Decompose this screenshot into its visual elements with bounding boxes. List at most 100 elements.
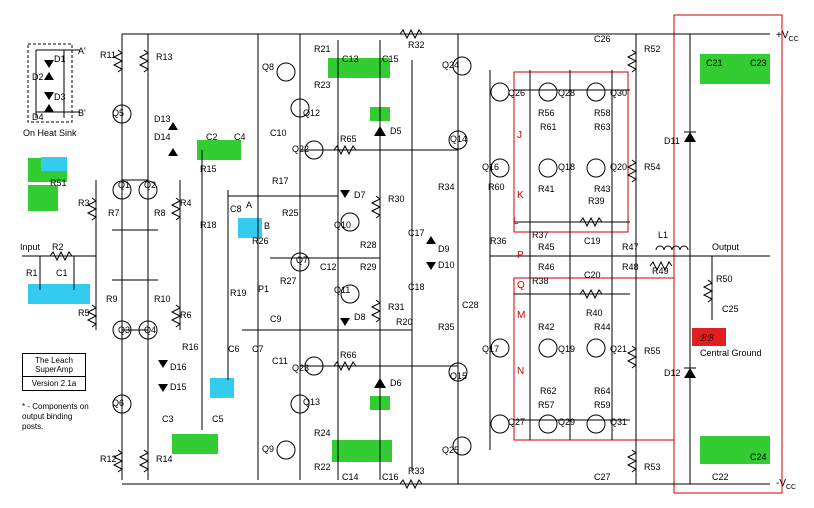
label-q11: Q11: [334, 285, 350, 295]
label-q28: Q28: [558, 88, 575, 98]
label-d12: D12: [664, 368, 681, 378]
label-q21: Q21: [610, 344, 627, 354]
label-r50: R50: [716, 274, 733, 284]
label-c12: C12: [320, 262, 337, 272]
label-d8: D8: [354, 312, 366, 322]
label-q16: Q16: [482, 162, 499, 172]
label-r21: R21: [314, 44, 331, 54]
label-c5: C5: [212, 414, 224, 424]
label-q8: Q8: [262, 62, 274, 72]
label-r56: R56: [538, 108, 555, 118]
label-q22: Q22: [292, 144, 309, 154]
label-r25: R25: [282, 208, 299, 218]
io-labels: Input Output +VCC -VCC Central Ground: [20, 30, 799, 491]
amp-version: Version 2.1a: [31, 379, 77, 388]
label-c21: C21: [706, 58, 723, 68]
output-label: Output: [712, 242, 740, 252]
label-c14: C14: [342, 472, 359, 482]
label-d10: D10: [438, 260, 455, 270]
label-c23: C23: [750, 58, 767, 68]
label-d16: D16: [170, 362, 187, 372]
label-r18: R18: [200, 220, 217, 230]
label-r29: R29: [360, 262, 377, 272]
label-r42: R42: [538, 322, 555, 332]
label-q23: Q23: [292, 363, 309, 373]
label-a-prime: A': [78, 46, 86, 56]
label-c11: C11: [272, 356, 288, 366]
label-r14: R14: [156, 454, 173, 464]
label-d7: D7: [354, 190, 366, 200]
label-r40: R40: [586, 308, 603, 318]
label-r13: R13: [156, 52, 173, 62]
label-q6: Q6: [112, 398, 124, 408]
label-r5: R5: [78, 308, 90, 318]
label-c20: C20: [584, 270, 601, 280]
label-r6: R6: [180, 310, 192, 320]
label-q12: Q12: [303, 108, 320, 118]
label-q31: Q31: [610, 417, 627, 427]
label-r15: R15: [200, 164, 217, 174]
label-r30: R30: [388, 194, 405, 204]
label-p1: P1: [258, 284, 269, 294]
label-q4: Q4: [144, 325, 156, 335]
asterisk-note: * - Components on output binding posts.: [22, 402, 89, 431]
label-d14: D14: [154, 132, 171, 142]
label-c7: C7: [252, 344, 264, 354]
label-r41: R41: [538, 184, 555, 194]
label-c26: C26: [594, 34, 611, 44]
label-r23: R23: [314, 80, 331, 90]
label-q17: Q17: [482, 344, 499, 354]
label-r62: R62: [540, 386, 557, 396]
label-q29: Q29: [558, 417, 575, 427]
label-c2: C2: [206, 132, 218, 142]
label-r19: R19: [230, 288, 247, 298]
test-point-k: K: [517, 190, 524, 201]
test-point-labels: J K L P Q M N: [513, 130, 525, 377]
label-d2: D2: [32, 72, 44, 82]
label-c22: C22: [712, 472, 729, 482]
label-c13: C13: [342, 54, 359, 64]
label-q3: Q3: [118, 325, 130, 335]
label-c27: C27: [594, 472, 611, 482]
label-l1: L1: [658, 230, 668, 240]
diode-symbols: [158, 122, 696, 392]
label-c25: C25: [722, 304, 739, 314]
amp-name: The Leach SuperAmp: [23, 354, 85, 377]
label-q30: Q30: [610, 88, 627, 98]
output-stage-boxes: [513, 14, 783, 494]
label-r45: R45: [538, 242, 555, 252]
label-r4: R4: [180, 198, 192, 208]
label-r1: R1: [26, 268, 38, 278]
input-label: Input: [20, 242, 41, 252]
test-point-m: M: [517, 310, 525, 321]
label-r60: R60: [488, 182, 505, 192]
label-r49: R49: [652, 266, 669, 276]
test-point-l: L: [513, 216, 519, 227]
label-c16: C16: [382, 472, 399, 482]
label-r52: R52: [644, 44, 661, 54]
label-r27: R27: [280, 276, 297, 286]
svg-text:ℬℬ: ℬℬ: [699, 333, 714, 343]
heatsink-caption: On Heat Sink: [23, 128, 77, 138]
label-r8: R8: [154, 208, 166, 218]
label-a: A: [246, 200, 252, 210]
label-q27: Q27: [508, 417, 525, 427]
label-r46: R46: [538, 262, 555, 272]
label-d3: D3: [54, 92, 66, 102]
label-r22: R22: [314, 462, 331, 472]
resistor-symbols: [49, 28, 714, 490]
label-r65: R65: [340, 134, 357, 144]
label-r37: R37: [532, 230, 549, 240]
label-r66: R66: [340, 350, 357, 360]
label-r2: R2: [52, 242, 64, 252]
label-r51: R51: [50, 178, 67, 188]
label-r39: R39: [588, 196, 605, 206]
label-c6: C6: [228, 344, 240, 354]
label-q7: Q7: [296, 255, 308, 265]
label-r55: R55: [644, 346, 661, 356]
label-b-prime: B': [78, 108, 86, 118]
label-r11: R11: [100, 50, 116, 60]
label-c10: C10: [270, 128, 287, 138]
label-q15: Q15: [450, 371, 467, 381]
label-r35: R35: [438, 322, 455, 332]
